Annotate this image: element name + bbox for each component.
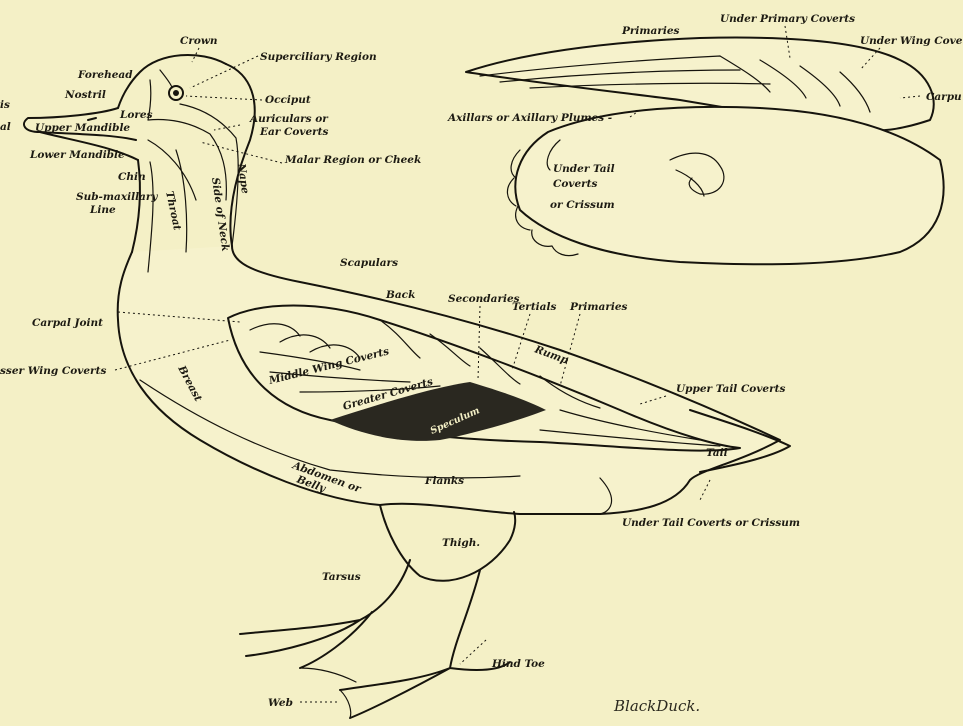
label-back: Back <box>385 289 415 301</box>
label-culmen-fragment: is <box>0 99 10 111</box>
head-outline <box>118 55 226 108</box>
label-lesser-wing-coverts: sser Wing Coverts <box>0 365 106 377</box>
label-under-tail-coverts: Under Tail Coverts or Crissum <box>622 517 800 529</box>
label-primaries-body: Primaries <box>569 301 628 313</box>
duck-body-outline <box>118 246 780 514</box>
label-secondaries: Secondaries <box>448 293 520 305</box>
label-scapulars: Scapulars <box>340 257 398 269</box>
label-axillars: Axillars or Axillary Plumes - <box>447 112 612 124</box>
label-under-wing-coverts: Under Wing Cove <box>860 35 963 47</box>
label-tarsus: Tarsus <box>322 571 361 583</box>
label-occiput: Occiput <box>265 94 311 106</box>
label-submaxillary-1: Sub-maxillary <box>76 191 158 203</box>
label-under-tail-3: or Crissum <box>550 199 615 211</box>
back-leg <box>340 570 510 718</box>
eye-pupil <box>173 90 179 96</box>
label-nostril: Nostril <box>64 89 106 101</box>
label-chin: Chin <box>118 171 146 183</box>
label-web: Web <box>268 697 293 709</box>
label-hind-toe: Hind Toe <box>491 658 545 670</box>
label-tertials: Tertials <box>512 301 556 313</box>
label-malar: Malar Region or Cheek <box>284 154 421 166</box>
label-under-tail-1: Under Tail <box>553 163 615 175</box>
label-lower-mandible: Lower Mandible <box>29 149 125 161</box>
foot-web <box>300 668 356 718</box>
label-lores: Lores <box>119 109 153 121</box>
label-superciliary: Superciliary Region <box>260 51 377 63</box>
label-forehead: Forehead <box>77 69 133 81</box>
label-tail: Tail <box>706 447 728 459</box>
label-flanks: Flanks <box>424 475 464 487</box>
label-submaxillary-2: Line <box>89 204 116 216</box>
label-under-primary-coverts: Under Primary Coverts <box>720 13 855 25</box>
label-nail-fragment: al <box>0 121 11 133</box>
label-auriculars-2: Ear Coverts <box>259 126 329 138</box>
label-thigh: Thigh. <box>442 537 480 549</box>
label-carpal-joint: Carpal Joint <box>32 317 103 329</box>
label-upper-tail-coverts: Upper Tail Coverts <box>676 383 785 395</box>
label-throat: Throat <box>163 190 183 231</box>
neck-back-outline <box>226 64 255 246</box>
label-auriculars-1: Auriculars or <box>249 113 329 125</box>
label-carpus: Carpu <box>926 91 962 103</box>
label-under-tail-2: Coverts <box>553 178 598 190</box>
label-side-of-neck: Side of Neck <box>209 177 231 252</box>
underwing-figure <box>466 38 944 265</box>
label-crown: Crown <box>180 35 218 47</box>
nostril-mark <box>88 118 96 120</box>
figure-caption: BlackDuck. <box>613 697 700 715</box>
label-upper-mandible: Upper Mandible <box>35 122 130 134</box>
label-primaries-wing: Primaries <box>621 25 680 37</box>
